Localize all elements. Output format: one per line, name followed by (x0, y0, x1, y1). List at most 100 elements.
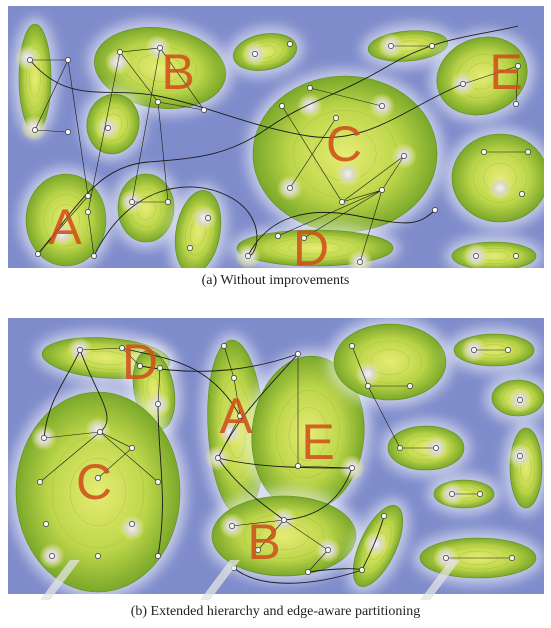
graph-node (433, 445, 438, 450)
graph-node (35, 251, 40, 256)
graph-node (41, 435, 46, 440)
graph-node (513, 101, 518, 106)
graph-node (155, 553, 160, 558)
graph-node (517, 397, 522, 402)
island (327, 318, 453, 407)
graph-node (32, 127, 37, 132)
graph-node (349, 465, 354, 470)
graph-node (252, 51, 257, 56)
graph-node (91, 253, 96, 258)
graph-node (27, 57, 32, 62)
map-panel-a: A B CD E (8, 6, 544, 268)
graph-node (525, 149, 530, 154)
graph-node (339, 199, 344, 204)
cluster-label-e: E (301, 414, 334, 470)
cluster-label-d: D (122, 334, 158, 390)
caption-b: (b) Extended hierarchy and edge-aware pa… (0, 604, 551, 620)
island-land (334, 324, 446, 400)
caption-a: (a) Without improvements (0, 273, 551, 289)
graph-node (517, 453, 522, 458)
graph-node (401, 153, 406, 158)
graph-node (95, 553, 100, 558)
graph-node (473, 253, 478, 258)
graph-node (105, 125, 110, 130)
graph-node (287, 185, 292, 190)
cluster-label-b: B (161, 44, 194, 100)
graph-node (505, 347, 510, 352)
graph-node (65, 57, 70, 62)
peak (119, 515, 145, 541)
graph-node (449, 491, 454, 496)
graph-node (287, 41, 292, 46)
map-panel-b: D AE C B (8, 318, 544, 594)
graph-node (388, 43, 393, 48)
graph-node (357, 259, 362, 264)
cluster-label-e: E (489, 44, 522, 100)
graph-node (295, 351, 300, 356)
graph-node (407, 383, 412, 388)
graph-node (85, 209, 90, 214)
peak (487, 175, 513, 201)
peak (363, 531, 389, 557)
graph-node (519, 191, 524, 196)
graph-node (379, 187, 384, 192)
graph-node (231, 565, 236, 570)
graph-node (129, 445, 134, 450)
graph-node (77, 347, 82, 352)
graph-node (65, 129, 70, 134)
cluster-label-c: C (326, 116, 362, 172)
island-land (510, 428, 542, 508)
graph-node (275, 233, 280, 238)
graph-node (43, 521, 48, 526)
graph-node (201, 107, 206, 112)
graph-node (477, 491, 482, 496)
graph-node (281, 517, 286, 522)
graph-node (397, 445, 402, 450)
graph-node (295, 463, 300, 468)
graph-node (165, 199, 170, 204)
graph-node (245, 253, 250, 258)
graph-node (509, 555, 514, 560)
graph-node (155, 99, 160, 104)
graph-node (85, 193, 90, 198)
graph-node (229, 523, 234, 528)
graph-node (365, 383, 370, 388)
graph-node (129, 521, 134, 526)
graph-node (349, 343, 354, 348)
graph-node (379, 103, 384, 108)
peak (297, 93, 323, 119)
graph-node (155, 401, 160, 406)
cluster-label-b: B (247, 514, 280, 570)
graph-node (221, 343, 226, 348)
graph-node (279, 103, 284, 108)
graph-node (481, 149, 486, 154)
cluster-label-d: D (293, 220, 329, 268)
graph-node (215, 455, 220, 460)
graph-node (305, 569, 310, 574)
graph-node (471, 347, 476, 352)
graph-node (432, 207, 437, 212)
cluster-label-c: C (76, 454, 112, 510)
graph-node (155, 479, 160, 484)
graph-node (187, 245, 192, 250)
graph-node (157, 365, 162, 370)
graph-node (117, 49, 122, 54)
graph-node (129, 199, 134, 204)
graph-node (205, 215, 210, 220)
graph-node (460, 81, 465, 86)
graph-node (325, 547, 330, 552)
cluster-label-a: A (48, 199, 82, 255)
graph-node (381, 513, 386, 518)
map-a-svg: A B CD E (8, 6, 544, 268)
graph-node (429, 43, 434, 48)
graph-node (231, 375, 236, 380)
graph-node (307, 85, 312, 90)
peak (191, 205, 217, 231)
graph-node (443, 555, 448, 560)
graph-node (37, 479, 42, 484)
graph-node (97, 429, 102, 434)
cluster-label-a: A (219, 388, 253, 444)
graph-node (359, 567, 364, 572)
graph-node (49, 553, 54, 558)
